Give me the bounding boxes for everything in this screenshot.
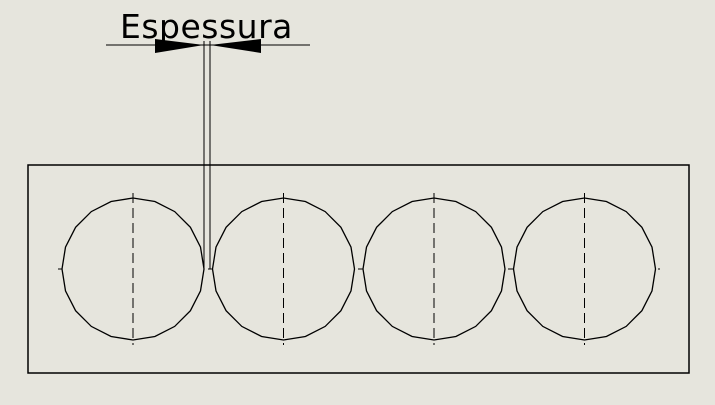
dimension-label: Espessura (120, 7, 293, 46)
dimension-espessura[interactable]: Espessura (106, 7, 310, 269)
arrowhead-right (210, 39, 261, 53)
circles-group (61, 193, 657, 345)
arrowhead-left (155, 39, 204, 53)
outer-frame (27, 164, 690, 374)
